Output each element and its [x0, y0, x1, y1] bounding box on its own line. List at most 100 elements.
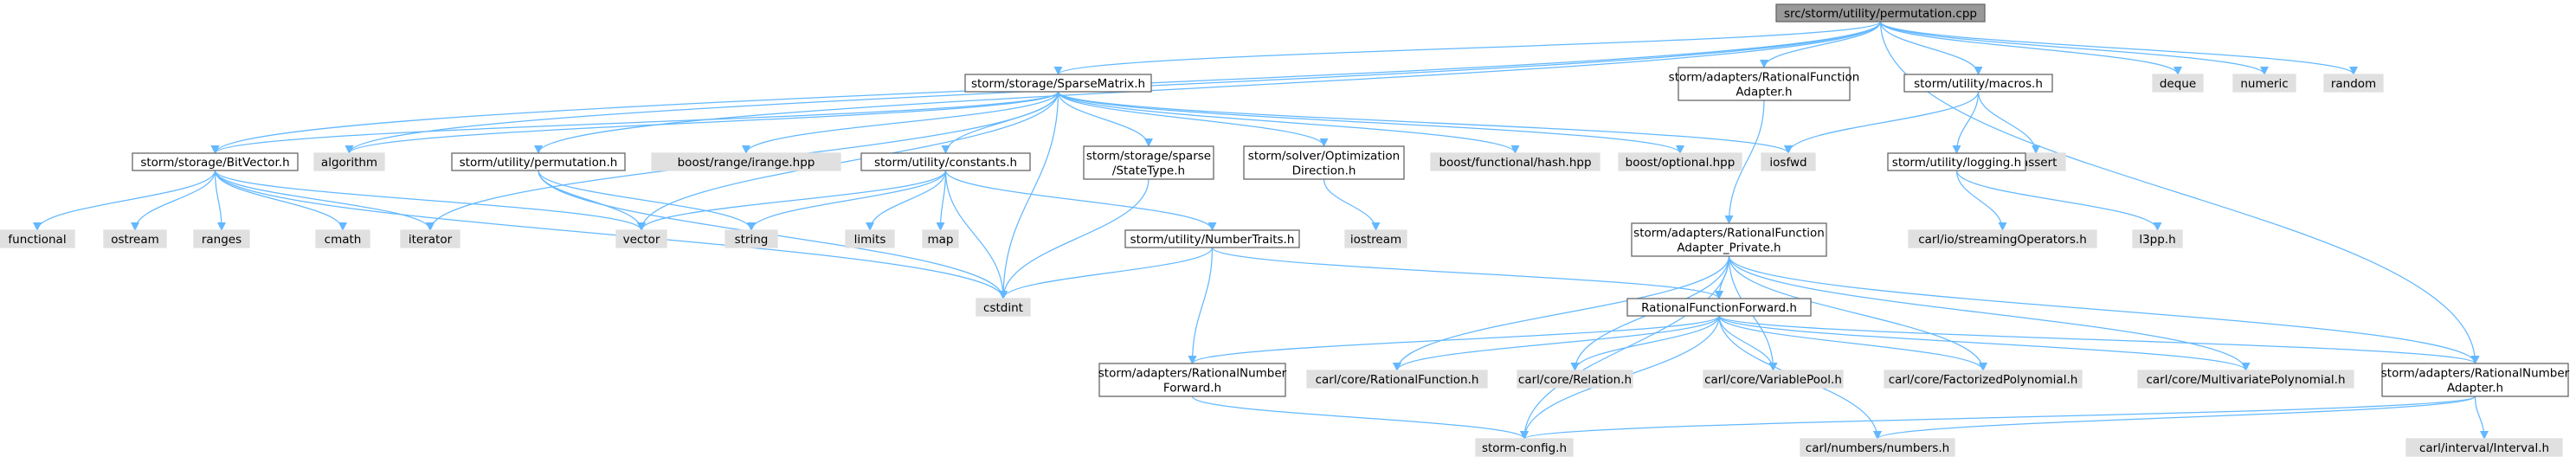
node-statetype[interactable]: storm/storage/sparse/StateType.h [1083, 145, 1214, 180]
node-label: ranges [202, 233, 242, 247]
edge-sparse-to-algorithm [345, 91, 1059, 154]
node-label: storm/storage/BitVector.h [140, 156, 289, 170]
node-box [313, 152, 385, 171]
node-iostream: iostream [1344, 229, 1407, 248]
node-label: iostream [1350, 233, 1401, 247]
node-label: carl/core/RationalFunction.h [1316, 373, 1479, 387]
edge-root-to-permh [534, 21, 1882, 154]
node-box [1884, 370, 2083, 389]
node-string: string [724, 229, 778, 248]
node-label: storm/utility/NumberTraits.h [1130, 233, 1295, 247]
node-map: map [922, 229, 959, 248]
node-constants[interactable]: storm/utility/constants.h [860, 152, 1031, 171]
node-box [1475, 438, 1574, 457]
edge-numtraits-to-rfforward [1211, 247, 1723, 299]
edge-bitvector-to-ranges [214, 170, 226, 231]
node-label: storm/adapters/RationalNumber [2381, 367, 2570, 381]
edge-rfforward-to-carlrf [1393, 315, 1720, 371]
node-label: Adapter.h [2447, 382, 2503, 395]
edge-sparse-to-statetype [1057, 91, 1153, 147]
node-label: carl/io/streamingOperators.h [1918, 233, 2087, 247]
node-optional: boost/optional.hpp [1618, 152, 1742, 171]
edge-macros-to-iosfwd [1784, 91, 1980, 154]
edge-rfforward-to-factpoly [1718, 315, 1987, 371]
edge-root-to-numeric [1879, 21, 2269, 75]
edge-rfforward-to-relation [1570, 315, 1720, 371]
node-label: functional [8, 233, 66, 247]
node-logging[interactable]: storm/utility/logging.h [1887, 152, 2026, 171]
edge-rnadapter-to-interval [2474, 395, 2489, 440]
node-box [860, 152, 1031, 171]
node-label: storm/solver/Optimization [1248, 150, 1400, 164]
edge-rfforward-to-varpool [1718, 315, 1778, 371]
node-box [2323, 74, 2384, 93]
edge-sparse-to-cstdint [999, 91, 1059, 299]
node-label: storm/utility/permutation.h [460, 156, 618, 170]
edge-rnforward-to-stormconfig [1191, 395, 1529, 440]
node-label: iterator [409, 233, 453, 247]
edge-sparse-to-bitvector [210, 91, 1059, 154]
node-label: carl/core/FactorizedPolynomial.h [1889, 373, 2078, 387]
edge-constants-to-numtraits [944, 170, 1217, 231]
node-numbers: carl/numbers/numbers.h [1800, 438, 1955, 457]
edge-bitvector-to-functional [33, 170, 216, 231]
edge-sparse-to-iosfwd [1057, 91, 1793, 154]
edge-sparse-to-irange [742, 91, 1059, 154]
node-permh[interactable]: storm/utility/permutation.h [451, 152, 626, 171]
node-algorithm: algorithm [313, 152, 385, 171]
node-label: Forward.h [1163, 382, 1221, 395]
edge-permh-to-vector [538, 170, 646, 231]
node-label: storm/adapters/RationalFunction [1633, 227, 1825, 241]
edge-root-to-random [1879, 21, 2358, 75]
edge-constants-to-cstdint [944, 170, 1008, 299]
node-label: carl/core/MultivariatePolynomial.h [2146, 373, 2345, 387]
node-carlrf: carl/core/RationalFunction.h [1306, 370, 1488, 389]
node-box [1703, 370, 1844, 389]
node-label: iosfwd [1769, 156, 1806, 170]
node-cstdint: cstdint [976, 298, 1031, 317]
graph-edges [33, 21, 2489, 440]
node-label: random [2331, 77, 2376, 91]
edge-sparse-to-vector [637, 91, 1059, 231]
node-label: storm/storage/sparse [1086, 150, 1211, 164]
node-label: RationalFunctionForward.h [1641, 301, 1797, 315]
node-box [315, 229, 370, 248]
node-rfprivate[interactable]: storm/adapters/RationalFunctionAdapter_P… [1631, 222, 1827, 257]
node-box [1626, 298, 1812, 317]
node-macros[interactable]: storm/utility/macros.h [1903, 74, 2053, 93]
edge-rfprivate-to-multipoly [1728, 255, 2251, 371]
node-label: storm/adapters/RationalNumber [1098, 367, 1287, 381]
node-l3pp: l3pp.h [2132, 229, 2183, 248]
node-bitvector[interactable]: storm/storage/BitVector.h [132, 152, 299, 171]
node-label: vector [623, 233, 660, 247]
edge-constants-to-string [747, 170, 947, 231]
node-box [1618, 152, 1742, 171]
edge-root-to-macros [1879, 21, 1983, 75]
node-vector: vector [615, 229, 667, 248]
node-irange: boost/range/irange.hpp [651, 152, 841, 171]
node-label: boost/optional.hpp [1626, 156, 1736, 170]
node-box [1344, 229, 1407, 248]
node-multipoly: carl/core/MultivariatePolynomial.h [2137, 370, 2354, 389]
node-iterator: iterator [400, 229, 460, 248]
edge-rfforward-to-multipoly [1718, 315, 2251, 371]
node-interval: carl/interval/Interval.h [2405, 438, 2563, 457]
node-label: algorithm [321, 156, 377, 170]
node-label: /StateType.h [1112, 164, 1185, 178]
node-relation: carl/core/Relation.h [1517, 370, 1633, 389]
node-label: ostream [111, 233, 159, 247]
node-root[interactable]: src/storm/utility/permutation.cpp [1775, 3, 1986, 23]
node-rfforward[interactable]: RationalFunctionForward.h [1626, 298, 1812, 317]
graph-nodes: src/storm/utility/permutation.cpp storm/s… [0, 3, 2570, 457]
node-box [724, 229, 778, 248]
node-box [1887, 152, 2026, 171]
node-sparse[interactable]: storm/storage/SparseMatrix.h [964, 74, 1152, 93]
edge-root-to-rfadapter [1760, 21, 1882, 68]
node-numtraits[interactable]: storm/utility/NumberTraits.h [1124, 229, 1300, 248]
node-label: limits [854, 233, 886, 247]
node-label: Direction.h [1292, 164, 1356, 178]
